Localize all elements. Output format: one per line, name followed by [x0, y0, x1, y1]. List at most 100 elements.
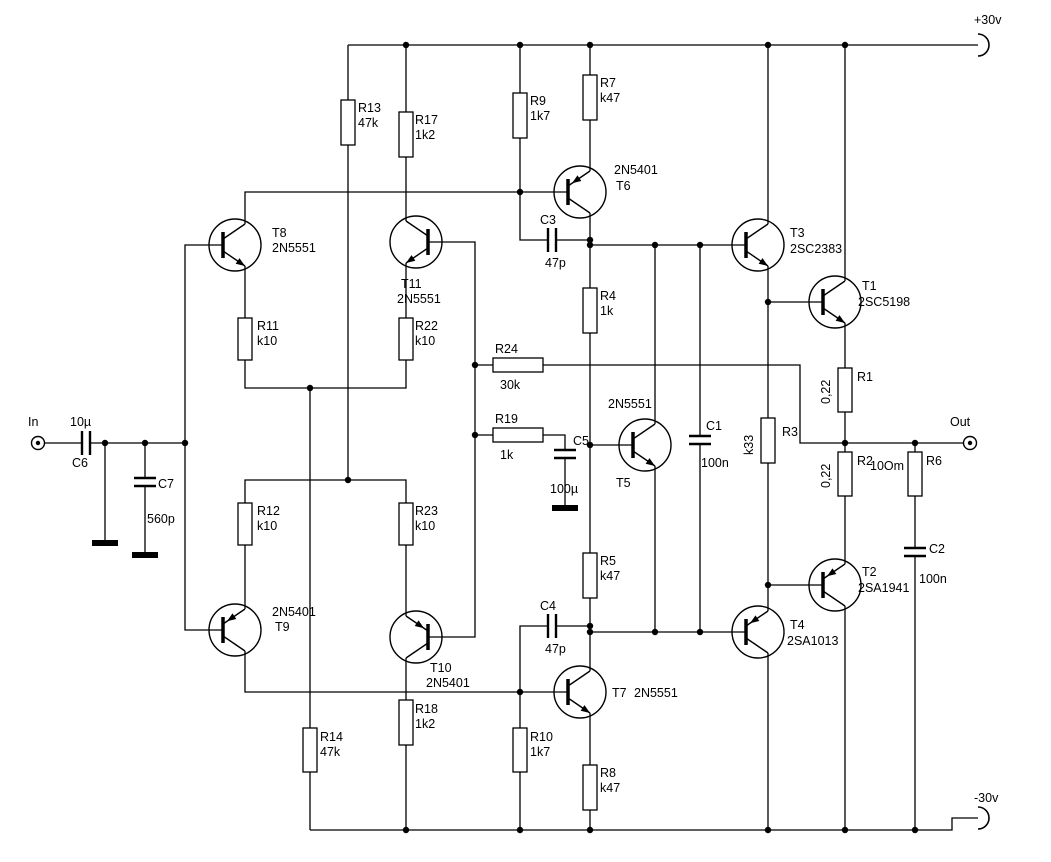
resistor-value-label: 47k	[320, 745, 341, 759]
resistor-value-label: k10	[257, 519, 277, 533]
resistor-value-label: 47k	[358, 116, 379, 130]
junction-dot	[586, 628, 594, 636]
transistor-part-label: 2N5401	[426, 676, 470, 690]
resistor-id-label: R2	[857, 454, 873, 468]
resistor-value-label: 30k	[500, 378, 521, 392]
resistor-value-label: k47	[600, 781, 620, 795]
transistor-id-label: T2	[862, 565, 877, 579]
wire	[519, 625, 548, 692]
capacitor-value-label: 560p	[147, 512, 175, 526]
transistor-T10-bottom-lead	[405, 642, 429, 659]
resistor-value-label: 1k7	[530, 745, 550, 759]
transistor-T11-top-lead	[405, 220, 429, 237]
transistor-T4-body	[731, 605, 785, 659]
junction-dot	[764, 41, 772, 49]
resistor-id-label: R6	[926, 454, 942, 468]
input-connector-pin	[35, 440, 41, 446]
resistor-id-label: R12	[257, 504, 280, 518]
junction-dot	[696, 628, 704, 636]
transistor-part-label: 2SC5198	[858, 295, 910, 309]
resistor-R22	[398, 317, 414, 361]
resistor-id-label: R22	[415, 319, 438, 333]
capacitor-value-label: 100µ	[550, 482, 578, 496]
resistor-R2	[837, 451, 853, 497]
wire	[244, 479, 407, 616]
transistor-part-label: 2SC2383	[790, 242, 842, 256]
transistor-part-label: 2N5551	[397, 292, 441, 306]
transistor-T11-emitter-arrow	[406, 255, 416, 263]
transistor-T6-body	[553, 165, 607, 219]
transistor-id-label: T4	[790, 618, 805, 632]
junction-dot	[586, 236, 594, 244]
ground-symbol	[552, 505, 578, 511]
transistor-id-label: T5	[616, 476, 631, 490]
resistor-R3	[760, 417, 776, 464]
resistor-R19	[492, 427, 544, 443]
transistor-part-label: 2SA1941	[858, 581, 909, 595]
resistor-R1	[837, 367, 853, 413]
transistor-T8-emitter-arrow	[235, 258, 245, 266]
transistor-T8-body	[208, 218, 262, 272]
junction-dot	[101, 439, 109, 447]
transistor-part-label: 2N5551	[608, 397, 652, 411]
transistor-T10-emitter-arrow	[414, 620, 425, 629]
transistor-T4-emitter-arrow	[749, 615, 760, 624]
input-connector	[30, 435, 46, 451]
resistor-R6	[907, 451, 923, 497]
resistor-id-label: R19	[495, 412, 518, 426]
transistor-T3-top-lead	[745, 223, 769, 240]
resistor-R11	[237, 317, 253, 361]
transistor-part-label: 2N5401	[272, 605, 316, 619]
transistor-id-label: T1	[862, 279, 877, 293]
junction-dot	[516, 41, 524, 49]
resistor-value-label: 1k	[600, 304, 614, 318]
resistor-id-label: R8	[600, 766, 616, 780]
capacitor-value-label: 47p	[545, 256, 566, 270]
ground-symbol	[92, 540, 118, 546]
junction-dot	[516, 826, 524, 834]
junction-dot	[402, 41, 410, 49]
resistor-R13	[340, 99, 356, 146]
junction-dot	[764, 581, 772, 589]
resistor-R24	[492, 357, 544, 373]
resistor-value-label: k47	[600, 91, 620, 105]
resistor-value-label: 0,22	[819, 464, 833, 488]
transistor-T3-body	[731, 218, 785, 272]
resistor-id-label: R9	[530, 94, 546, 108]
junction-dot	[141, 439, 149, 447]
wire	[310, 817, 978, 831]
junction-dot	[911, 439, 919, 447]
capacitor-id-label: C1	[706, 419, 722, 433]
capacitor-id-label: C3	[540, 213, 556, 227]
transistor-part-label: 2N5551	[272, 241, 316, 255]
transistor-part-label: 2N5551	[634, 686, 678, 700]
transistor-T4-bottom-lead	[745, 637, 769, 654]
transistor-id-label: T10	[430, 661, 452, 675]
junction-dot	[651, 628, 659, 636]
junction-dot	[516, 188, 524, 196]
resistor-value-label: k10	[257, 334, 277, 348]
junction-dot	[516, 688, 524, 696]
resistor-value-label: 1k	[500, 448, 514, 462]
transistor-T5-body	[618, 418, 672, 472]
output-connector	[962, 435, 978, 451]
resistor-R10	[512, 727, 528, 773]
transistor-T1-body	[808, 275, 862, 329]
output-connector-label: Out	[950, 415, 971, 429]
junction-dot	[764, 826, 772, 834]
resistor-id-label: R7	[600, 76, 616, 90]
transistor-id-label: T6	[616, 179, 631, 193]
transistor-T3-emitter-arrow	[758, 258, 768, 266]
resistor-id-label: R5	[600, 554, 616, 568]
supply-connector-negative	[977, 806, 990, 830]
capacitor-value-label: 100n	[701, 456, 729, 470]
junction-dot	[651, 241, 659, 249]
resistor-id-label: R1	[857, 370, 873, 384]
junction-dot	[586, 826, 594, 834]
transistor-id-label: T7	[612, 686, 627, 700]
resistor-R23	[398, 502, 414, 546]
transistor-T7-emitter-arrow	[580, 705, 590, 713]
junction-dot	[402, 826, 410, 834]
transistor-T6-bottom-lead	[567, 197, 591, 214]
resistor-id-label: R14	[320, 730, 343, 744]
